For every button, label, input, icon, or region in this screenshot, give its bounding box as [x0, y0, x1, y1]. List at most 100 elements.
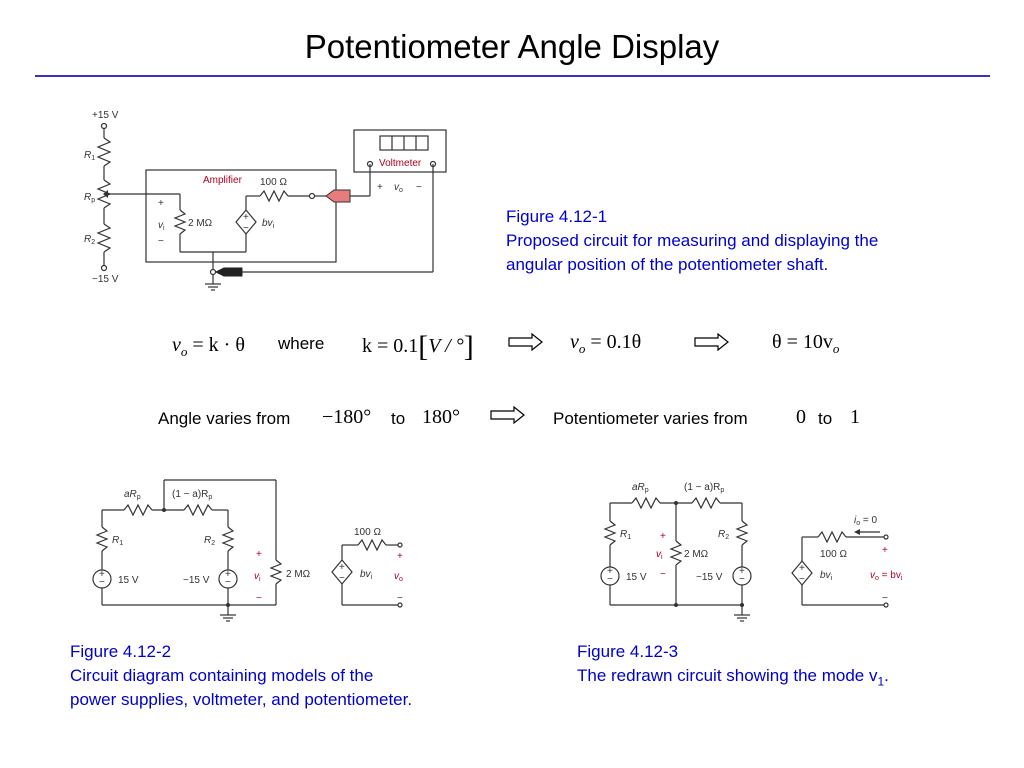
vo-minus: − [882, 593, 888, 604]
label-100: 100 Ω [260, 177, 287, 188]
vi-plus: + [660, 531, 666, 542]
vm-minus: − [416, 182, 422, 193]
amplifier-box [145, 169, 337, 263]
equation-vo-k-theta: vo = k · θ [172, 334, 245, 359]
dep-plus: + [339, 562, 345, 573]
label-vi: vi [254, 571, 261, 583]
resistor-r2 [221, 526, 235, 552]
dep-minus: − [339, 573, 345, 584]
resistor-r2 [735, 520, 749, 546]
dep-plus: + [243, 212, 249, 223]
implies-arrow-3 [490, 406, 525, 424]
where-text: where [278, 334, 325, 353]
implies-arrow-2 [694, 333, 729, 351]
implies-arrow-1 [508, 333, 543, 351]
equation-theta-10vo: θ = 10vo [772, 331, 840, 356]
label-15v: 15 V [118, 575, 139, 586]
label-bvi: bvi [262, 218, 275, 230]
label-100: 100 Ω [820, 549, 847, 560]
figure-3-circuit: aRp (1 − a)Rp R1 + − 15 V 2 MΩ + vi − R2… [600, 482, 903, 622]
dep-minus: − [243, 223, 249, 234]
label-minus15v: −15 V [696, 572, 723, 583]
resistor-100 [259, 189, 289, 203]
label-2m: 2 MΩ [286, 569, 311, 580]
figure-1-circuit: +15 V R1 Rp R2 −15 V Amplifier 2 MΩ + vi… [84, 110, 447, 291]
figure-2-circuit: aRp (1 − a)Rp R1 + − 15 V R2 + − −15 V 2… [92, 479, 403, 622]
label-100: 100 Ω [354, 527, 381, 538]
angle-range-text: Angle varies from [158, 409, 291, 428]
pot-from-value: 0 [796, 406, 806, 428]
src1-plus: + [99, 569, 105, 580]
label-r1: R1 [620, 529, 631, 541]
label-r1: R1 [112, 535, 123, 547]
src2-minus: − [739, 574, 745, 585]
figure-2-caption-line1: Circuit diagram containing models of the [70, 666, 374, 685]
label-15v: 15 V [626, 572, 647, 583]
voltmeter-box [353, 129, 447, 173]
label-r2: R2 [718, 529, 729, 541]
label-arp: aRp [124, 489, 141, 501]
angle-from-value: −180° [322, 406, 372, 428]
dep-plus: + [799, 563, 805, 574]
angle-to-value: 180° [422, 406, 460, 428]
label-amplifier: Amplifier [203, 175, 243, 186]
terminal-minus15 [100, 264, 108, 272]
terminal-plus15 [100, 122, 108, 130]
label-vo: vo [394, 182, 403, 194]
probe-plug-red [325, 189, 351, 203]
vi-minus: − [256, 593, 262, 604]
figure-2-caption-line2: power supplies, voltmeter, and potentiom… [70, 690, 413, 709]
figure-3-caption-title: Figure 4.12-3 [577, 642, 679, 661]
label-1-a-rp: (1 − a)Rp [684, 482, 724, 494]
label-vo: vo [394, 571, 403, 583]
resistor-r1 [95, 526, 109, 552]
pot-to-value: 1 [850, 406, 860, 428]
label-minus15: −15 V [92, 274, 119, 285]
resistor-2m [173, 209, 187, 235]
vo-plus: + [882, 545, 888, 556]
src1-minus: − [99, 577, 105, 588]
src1-minus: − [607, 574, 613, 585]
label-vo-bvi: vo = bvi [870, 570, 903, 582]
resistor-2m [269, 559, 283, 585]
vm-plus: + [377, 182, 383, 193]
label-bvi: bvi [360, 569, 373, 581]
figure-2-caption-title: Figure 4.12-2 [70, 642, 172, 661]
equation-k-value: k = 0.1[V / °] [362, 330, 474, 363]
title-divider [35, 75, 990, 77]
resistor-r1 [96, 137, 112, 167]
vo-plus: + [397, 551, 403, 562]
src2-plus: + [225, 569, 231, 580]
src2-plus: + [739, 566, 745, 577]
label-2m: 2 MΩ [188, 218, 213, 229]
vi-minus: − [660, 569, 666, 580]
figure-3-caption: Figure 4.12-3 The redrawn circuit showin… [577, 640, 889, 693]
label-r2: R2 [84, 234, 95, 246]
figure-1-caption-line1: Proposed circuit for measuring and displ… [506, 231, 879, 250]
figure-1-caption-line2: angular position of the potentiometer sh… [506, 255, 829, 274]
page-title: Potentiometer Angle Display [304, 28, 720, 65]
resistor-arp [123, 503, 153, 517]
src1-plus: + [607, 566, 613, 577]
probe-plug-black [214, 267, 243, 277]
plus-vi: + [158, 198, 164, 209]
resistor-1-a-rp [691, 496, 721, 510]
wiper-arrow [103, 190, 108, 198]
to-text-2: to [818, 409, 833, 428]
label-rp: Rp [84, 192, 95, 204]
figure-1-caption: Figure 4.12-1 Proposed circuit for measu… [506, 205, 878, 277]
label-vi: vi [656, 549, 663, 561]
minus-vi: − [158, 236, 164, 247]
resistor-2m [669, 540, 683, 566]
label-vi: vi [158, 220, 165, 232]
label-minus15v: −15 V [183, 575, 210, 586]
figure-3-caption-line1: The redrawn circuit showing the mode v1. [577, 666, 889, 689]
resistor-r2 [96, 223, 112, 253]
label-2m: 2 MΩ [684, 549, 709, 560]
label-plus15: +15 V [92, 110, 119, 121]
pot-range-text: Potentiometer varies from [553, 409, 748, 428]
vi-plus: + [256, 549, 262, 560]
label-bvi: bvi [820, 570, 833, 582]
resistor-1-a-rp [183, 503, 213, 517]
resistor-100 [357, 538, 387, 552]
